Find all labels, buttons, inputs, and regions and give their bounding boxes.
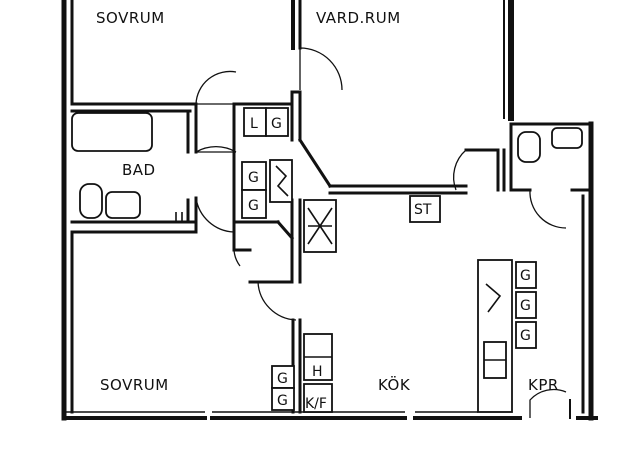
room-label-sovrum-top: SOVRUM — [96, 9, 165, 27]
kitchen-g-box-2 — [271, 387, 295, 411]
bath-toilet — [105, 191, 141, 219]
label-st: ST — [414, 202, 432, 218]
label-g1: G — [271, 116, 282, 132]
room-label-vardrum: VARD.RUM — [316, 9, 401, 27]
room-label-kok: KÖK — [378, 375, 411, 394]
bathtub — [71, 112, 153, 152]
label-g-kok-2: G — [277, 393, 288, 409]
label-g-kok-1: G — [277, 371, 288, 387]
wc-fixtures — [517, 127, 583, 163]
hall-storage — [241, 107, 441, 253]
label-l: L — [250, 116, 258, 132]
box-g-top — [265, 107, 289, 137]
label-g-right-2: G — [520, 298, 531, 314]
bath-sink — [79, 183, 103, 219]
wc-toilet — [517, 131, 541, 163]
room-label-kpr: KPR — [528, 376, 559, 394]
label-g2: G — [248, 170, 259, 186]
door-swings — [195, 47, 567, 418]
counter — [477, 259, 513, 413]
label-g3: G — [248, 198, 259, 214]
st-box — [409, 195, 441, 223]
bathroom-fixtures — [71, 112, 183, 222]
cabinet-g-1 — [515, 261, 537, 289]
outer-walls — [61, 0, 598, 421]
wc-sink — [551, 127, 583, 149]
room-label-sovrum-bottom: SOVRUM — [100, 376, 169, 394]
label-kf: K/F — [305, 396, 327, 412]
kitchen-kf-box — [303, 383, 333, 413]
label-g-right-3: G — [520, 328, 531, 344]
kitchen-fixtures — [271, 259, 537, 413]
cabinet-g-3 — [515, 321, 537, 349]
cabinet-g-2 — [515, 291, 537, 319]
interior-walls — [70, 0, 593, 419]
box-g-mid2 — [241, 189, 267, 219]
label-h: H — [312, 364, 323, 380]
room-label-bad: BAD — [122, 161, 156, 179]
label-g-right-1: G — [520, 268, 531, 284]
